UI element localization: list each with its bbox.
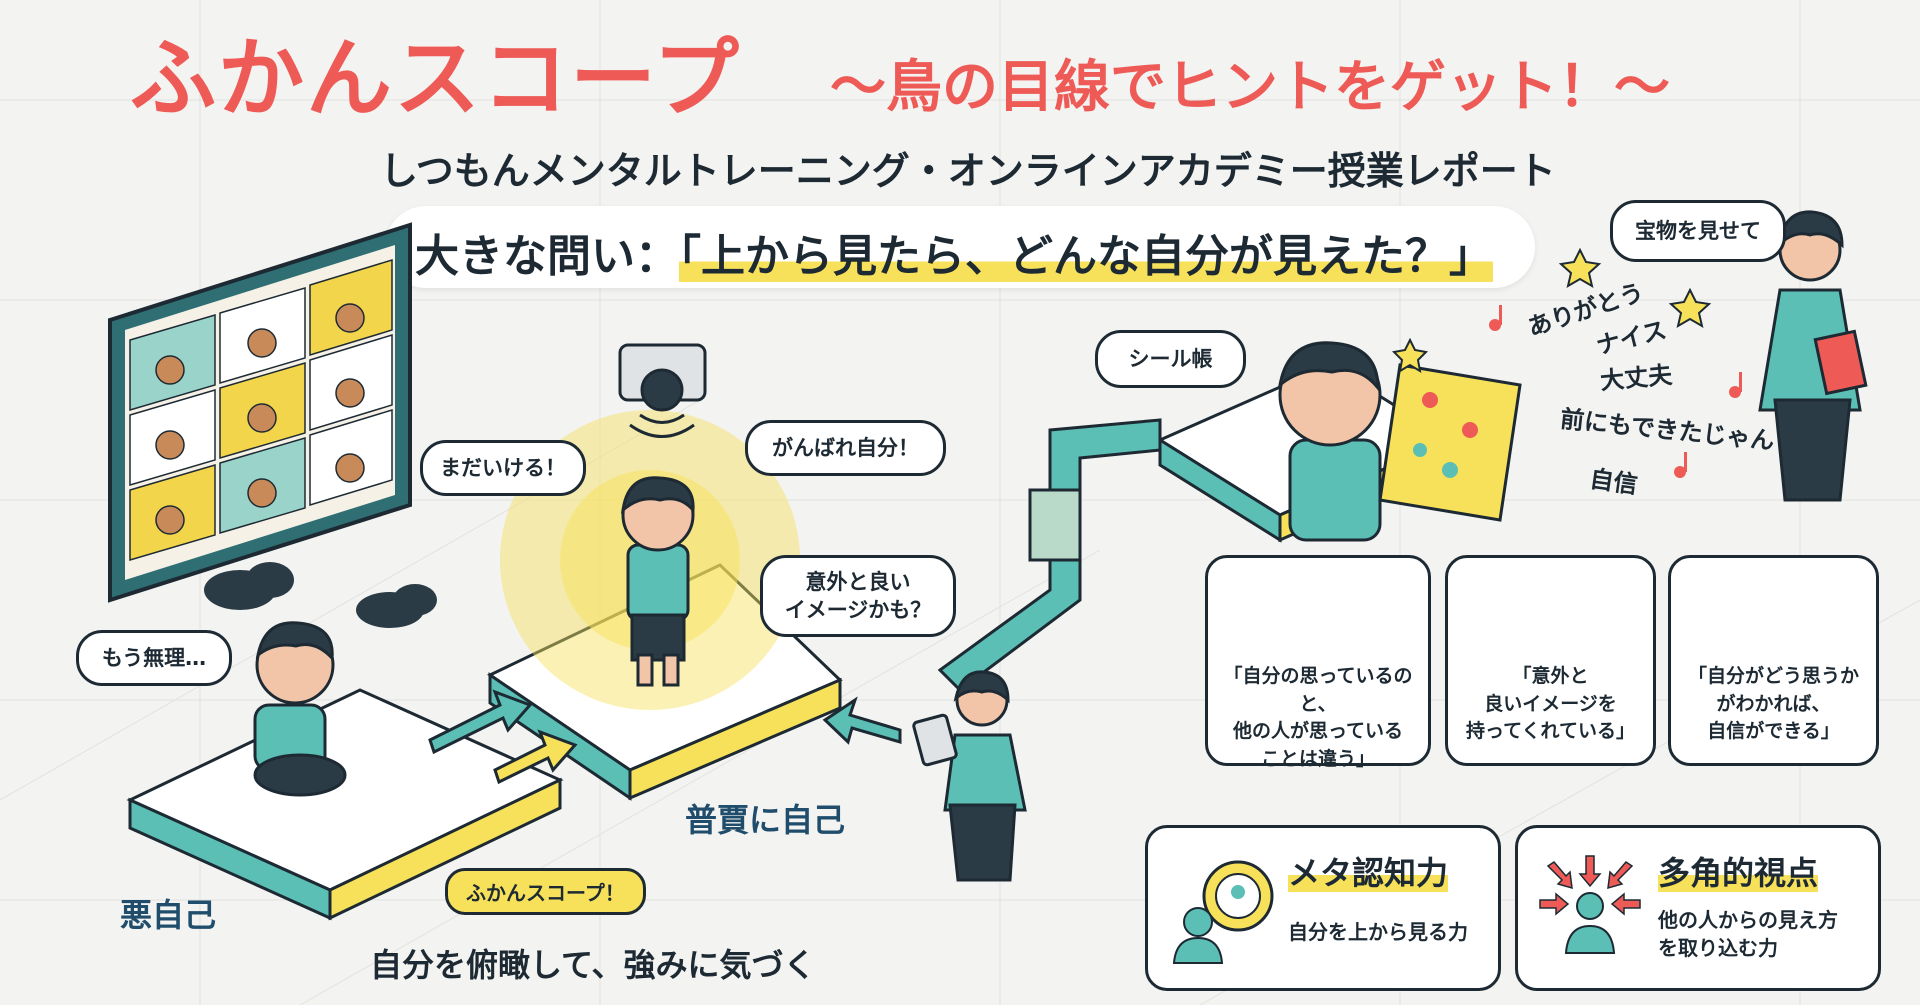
connecting-pipe [937,418,1162,692]
compass-person-icon [1172,860,1274,964]
gloomy-cloud-icon [204,562,437,628]
skill-title: メタ認知力 [1288,854,1449,892]
page-subtitle: しつもんメンタルトレーニング・オンラインアカデミー授業レポート [380,149,1556,193]
skill-card-multi-perspective: 多角的視点 他の人からの見え方 を取り込む力 [1515,825,1881,991]
bubble-cheer-self: がんばれ自分！ [745,420,946,476]
label-normal-self: 普賈に自己 [685,801,846,839]
video-call-tablet-icon [108,222,412,603]
skill-desc: 自分を上から見る力 [1288,920,1468,944]
question-body: 「上から見たら、どんな自分が見えた？」 [679,231,1493,282]
question-prefix: 大きな問い： [415,231,679,282]
bubble-give-up: もう無理… [76,630,232,686]
big-question: 大きな問い：「上から見たら、どんな自分が見えた？」 [415,220,1493,284]
skill-card-metacognition: メタ認知力 自分を上から見る力 [1145,825,1501,991]
standing-boy-icon [620,476,695,687]
bubble-sticker-book: シール帳 [1095,330,1246,388]
insight-card-difference: 「自分の思っているのと、 他の人が思っている ことは違う」 [1205,555,1431,770]
sticker-book-icon [1378,363,1522,522]
skill-desc: 他の人からの見え方 を取り込む力 [1658,908,1838,960]
sitting-boy-icon [253,621,347,797]
word-okay: 大丈夫 [1599,360,1674,396]
teacher-tablet-icon [912,670,1027,882]
teacher-presenter-icon [1758,210,1868,502]
bubble-still-can-go: まだいける！ [420,440,586,496]
sparkle-icons [1391,247,1712,373]
insight-card-text: 「自分がどう思うか がわかれば、 自信ができる」 [1687,665,1859,743]
insight-card-text: 「意外と 良いイメージを 持ってくれている」 [1466,665,1635,743]
insight-card-good-image: 「意外と 良いイメージを 持ってくれている」 [1445,555,1656,766]
insight-card-text: 「自分の思っているのと、 他の人が思っている ことは違う」 [1223,665,1413,770]
bubble-show-treasure: 宝物を見せて [1610,200,1786,262]
arrows-person-icon [1539,855,1641,954]
presenting-boy-icon [1277,341,1522,542]
camera-icon [618,343,707,438]
page-title: ふかんスコープ [130,29,741,129]
bottom-caption: 自分を俯瞰して、強みに気づく [370,946,816,984]
page-title-suffix: 〜鳥の目線でヒントをゲット！〜 [830,55,1670,120]
music-note-icons [1489,305,1742,478]
label-bad-self: 悪自己 [120,896,217,934]
word-confidence: 自信 [1587,464,1640,500]
skill-title: 多角的視点 [1658,854,1819,892]
scope-tag: ふかんスコープ！ [445,868,646,915]
bubble-surprise: 意外と良い イメージかも？ [760,555,956,637]
direction-arrows [428,689,902,785]
insight-card-confidence: 「自分がどう思うか がわかれば、 自信ができる」 [1668,555,1879,766]
